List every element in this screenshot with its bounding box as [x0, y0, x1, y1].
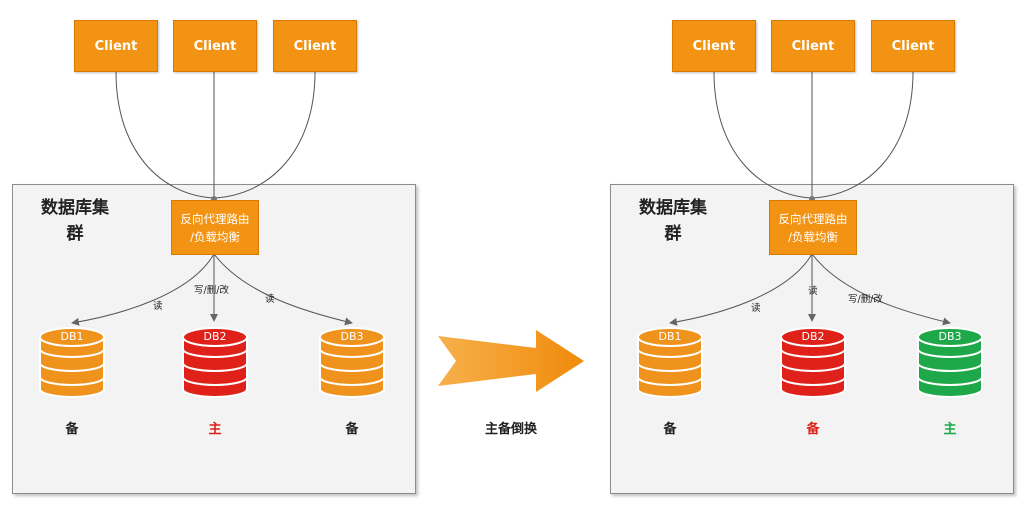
cluster-title: 数据库集群	[41, 198, 109, 244]
client-edge	[213, 71, 316, 199]
database-icon	[780, 327, 846, 398]
cluster-title: 数据库集群	[639, 198, 707, 244]
edge-label: 读	[751, 303, 761, 314]
reverse-proxy-box: 反向代理路由 /负载均衡	[171, 200, 259, 255]
connection-lines	[669, 71, 951, 326]
database-icon	[182, 327, 248, 398]
db-role: 备	[65, 422, 79, 437]
db-label: DB1	[658, 330, 682, 343]
db-role: 备	[806, 422, 820, 437]
switch-label: 主备倒换	[484, 422, 537, 437]
client-edge	[811, 71, 914, 199]
db-role: 备	[663, 422, 677, 437]
proxy-label-line1: 反向代理路由	[778, 211, 848, 226]
proxy-label-line2: /负载均衡	[190, 229, 240, 244]
client-box: Client	[771, 20, 855, 72]
client-box: Client	[871, 20, 955, 72]
panel-before: 数据库集群 Client Client Client 反向代理路由 /负载均衡 …	[0, 0, 430, 511]
client-box: Client	[672, 20, 756, 72]
db-edge	[669, 253, 813, 326]
db-role: 主	[208, 422, 222, 437]
proxy-label-line2: /负载均衡	[788, 229, 838, 244]
database-icon	[917, 327, 983, 398]
db-edge	[71, 253, 215, 326]
client-box: Client	[273, 20, 357, 72]
db-role: 主	[943, 422, 957, 437]
db-edge	[213, 253, 353, 326]
reverse-proxy-box: 反向代理路由 /负载均衡	[769, 200, 857, 255]
client-box: Client	[173, 20, 257, 72]
edge-label: 写/删/改	[194, 285, 229, 296]
db-label: DB3	[938, 330, 962, 343]
db-label: DB2	[203, 330, 227, 343]
db-label: DB2	[801, 330, 825, 343]
database-icon	[39, 327, 105, 398]
client-edge	[115, 71, 215, 199]
switch-arrow-icon	[438, 330, 584, 392]
client-box: Client	[74, 20, 158, 72]
edge-label: 读	[265, 294, 275, 305]
db-edge	[811, 253, 951, 326]
proxy-label-line1: 反向代理路由	[180, 211, 250, 226]
database-icon	[637, 327, 703, 398]
db-role: 备	[345, 422, 359, 437]
edge-label: 读	[808, 286, 818, 297]
db-label: DB3	[340, 330, 364, 343]
panel-after: 数据库集群 Client Client Client 反向代理路由 /负载均衡 …	[598, 0, 1024, 511]
db-label: DB1	[60, 330, 84, 343]
edge-label: 写/删/改	[848, 294, 883, 305]
edge-label: 读	[153, 301, 163, 312]
client-edge	[713, 71, 813, 199]
connection-lines	[71, 71, 353, 326]
database-icon	[319, 327, 385, 398]
